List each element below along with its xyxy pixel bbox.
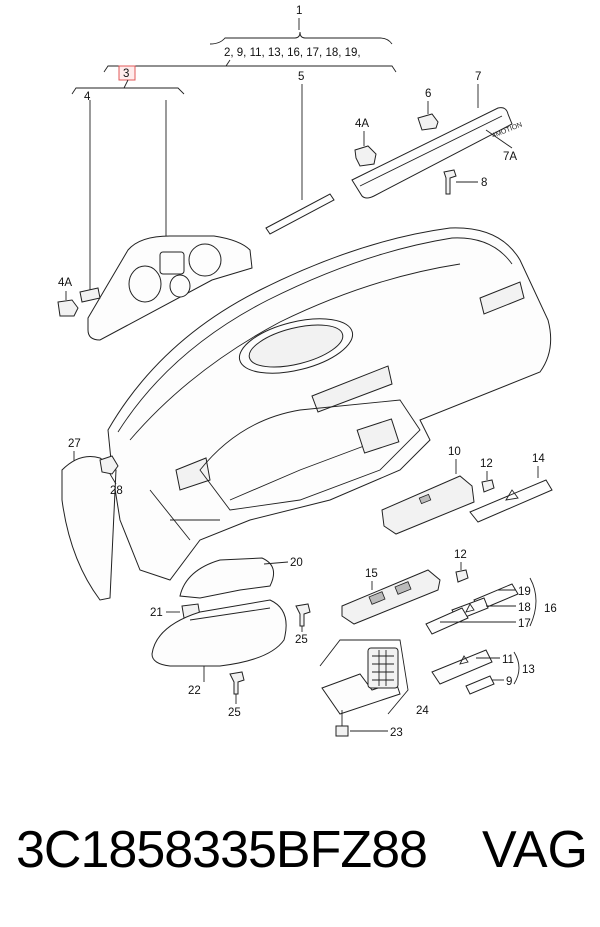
part-10-switch-bracket: 10 bbox=[381, 446, 475, 535]
part-17-switch-trim: 17 bbox=[425, 607, 531, 635]
callout-10: 10 bbox=[448, 446, 461, 458]
part-6-clip: 6 bbox=[417, 88, 439, 131]
dashboard-exploded-diagram: 1 2, 9, 11, 13, 16, 17, 18, 19, 3 4 5 7 … bbox=[57, 5, 557, 739]
part-23-connector: 23 bbox=[335, 710, 403, 739]
callout-14: 14 bbox=[532, 453, 545, 465]
part-4a-clip-left: 4A bbox=[57, 277, 101, 317]
footer: 3C1858335BFZ88 VAG bbox=[0, 812, 600, 912]
callout-9: 9 bbox=[506, 676, 512, 688]
callout-24: 24 bbox=[416, 705, 429, 717]
callout-7a: 7A bbox=[503, 151, 517, 163]
callout-12-lower: 12 bbox=[454, 549, 467, 561]
callout-group-13: 13 bbox=[513, 651, 535, 685]
callout-28: 28 bbox=[110, 485, 123, 497]
part-24-keypad-module: 24 bbox=[319, 639, 429, 717]
part-number-text: 3C1858335BFZ88 bbox=[16, 821, 428, 879]
callout-1: 1 bbox=[296, 5, 302, 17]
callout-21: 21 bbox=[150, 607, 163, 619]
callout-23: 23 bbox=[390, 727, 403, 739]
part-5-trim-strip: 5 bbox=[265, 71, 335, 235]
callout-20: 20 bbox=[290, 557, 303, 569]
callout-18: 18 bbox=[518, 602, 531, 614]
part-15-switch-housing: 15 bbox=[341, 568, 441, 625]
part-3-cluster-trim bbox=[87, 235, 253, 341]
callout-27: 27 bbox=[68, 438, 81, 450]
dashboard-body bbox=[107, 227, 552, 581]
callout-11: 11 bbox=[502, 654, 514, 666]
callout-4: 4 bbox=[84, 91, 91, 103]
callout-7: 7 bbox=[475, 71, 481, 83]
callout-3-highlight bbox=[118, 65, 136, 81]
callout-12-upper: 12 bbox=[480, 458, 493, 470]
callout-8: 8 bbox=[481, 177, 487, 189]
part-20-column-cover-upper: 20 bbox=[179, 557, 303, 599]
callout-5: 5 bbox=[298, 71, 304, 83]
callout-25-right: 25 bbox=[295, 634, 308, 646]
part-12-screw-lower: 12 bbox=[454, 549, 469, 583]
part-8-screw: 8 bbox=[443, 169, 487, 195]
callout-13: 13 bbox=[522, 664, 535, 676]
callout-22: 22 bbox=[188, 685, 201, 697]
callout-group-16: 16 bbox=[529, 577, 557, 627]
callout-19: 19 bbox=[518, 586, 531, 598]
callout-6: 6 bbox=[425, 88, 431, 100]
part-25-screw-lower: 25 bbox=[228, 671, 245, 719]
callout-group-1: 1 2, 9, 11, 13, 16, 17, 18, 19, bbox=[103, 5, 397, 73]
part-11-switch-panel: 11 bbox=[431, 649, 514, 685]
part-7-trim-4motion: 7 4MOTION 7A bbox=[351, 71, 523, 199]
callout-16: 16 bbox=[544, 603, 557, 615]
callout-1-list: 2, 9, 11, 13, 16, 17, 18, 19, bbox=[224, 47, 361, 59]
part-12-screw-upper: 12 bbox=[480, 458, 495, 493]
callout-4a-top: 4A bbox=[355, 118, 369, 130]
callout-17: 17 bbox=[518, 618, 531, 630]
part-4a-clip-top: 4A bbox=[354, 118, 377, 167]
part-14-hazard-switch: 14 bbox=[469, 453, 553, 523]
callout-3: 3 bbox=[123, 68, 129, 80]
callout-15: 15 bbox=[365, 568, 378, 580]
part-27-side-panel: 27 bbox=[61, 438, 117, 601]
callout-4a-left: 4A bbox=[58, 277, 72, 289]
part-9-switch-cap: 9 bbox=[465, 675, 512, 695]
callout-group-3: 3 4 bbox=[71, 65, 185, 290]
part-25-screw-right: 25 bbox=[295, 603, 311, 646]
callout-25-lower: 25 bbox=[228, 707, 241, 719]
part-22-column-cover-lower: 22 bbox=[151, 599, 287, 697]
part-28-clip: 28 bbox=[99, 455, 123, 497]
brand-text: VAG bbox=[482, 821, 588, 879]
